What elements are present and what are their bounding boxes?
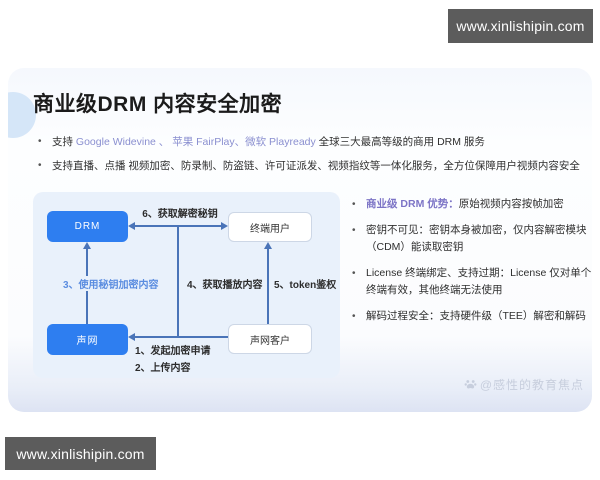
- top-watermark-text: www.xinlishipin.com: [456, 18, 585, 34]
- node-drm: DRM: [47, 211, 128, 242]
- edge-label-step1: 1、发起加密申请: [135, 346, 211, 357]
- feature-1-body: 原始视频内容按帧加密: [458, 198, 564, 210]
- intro-bullet-1: • 支持 Google Widevine 、 苹果 FairPlay、微软 Pl…: [38, 135, 583, 149]
- bullet-dot: •: [352, 199, 356, 210]
- node-terminal-user: 终端用户: [228, 212, 312, 242]
- feature-3-text: License 终端绑定、支持过期：License 仅对单个终端有效，其他终端无…: [366, 267, 592, 296]
- edge-label-step4: 4、获取播放内容: [185, 276, 265, 291]
- top-watermark-badge: www.xinlishipin.com: [448, 9, 593, 43]
- edge-label-step5: 5、token鉴权: [274, 280, 337, 291]
- paw-icon: [464, 380, 477, 389]
- bullet-dot: •: [352, 268, 356, 279]
- feature-bullet-list: • 商业级 DRM 优势：原始视频内容按帧加密 • 密钥不可见：密钥本身被加密，…: [352, 196, 592, 334]
- slide-watermark-text: @感性的教育焦点: [479, 378, 584, 392]
- feature-1-lead: 商业级 DRM 优势：: [366, 198, 459, 210]
- arrowhead-left-icon: [128, 222, 135, 230]
- node-agora: 声网: [47, 324, 128, 355]
- intro-1-brands: Google Widevine 、 苹果 FairPlay、微软 Playrea…: [75, 136, 316, 148]
- edge-label-step6: 6、获取解密秘钥: [142, 209, 218, 220]
- edge-center-line: [177, 226, 179, 337]
- slide-title: 商业级DRM 内容安全加密: [33, 93, 283, 116]
- intro-bullet-2-text: 支持直播、点播 视频加密、防录制、防盗链、许可证派发、视频指纹等一体化服务，全方…: [52, 160, 580, 172]
- node-agora-customer: 声网客户: [228, 324, 312, 354]
- arrowhead-right-icon: [221, 222, 228, 230]
- intro-bullet-list: • 支持 Google Widevine 、 苹果 FairPlay、微软 Pl…: [38, 135, 583, 183]
- intro-1-pre: 支持: [52, 136, 76, 148]
- slide-watermark: @感性的教育焦点: [464, 376, 584, 393]
- edge-customer-terminal-line: [267, 249, 269, 324]
- edge-label-step3: 3、使用秘钥加密内容: [61, 276, 161, 291]
- edge-customer-agora-line: [135, 336, 228, 338]
- feature-1-text: 商业级 DRM 优势：原始视频内容按帧加密: [366, 196, 564, 213]
- bottom-watermark-badge: www.xinlishipin.com: [5, 437, 156, 470]
- feature-2-text: 密钥不可见：密钥本身被加密，仅内容解密模块（CDM）能读取密钥: [366, 224, 587, 253]
- arrowhead-up-icon: [83, 242, 91, 249]
- intro-1-post: 全球三大最高等级的商用 DRM 服务: [315, 136, 485, 148]
- feature-bullet-1: • 商业级 DRM 优势：原始视频内容按帧加密: [352, 196, 592, 213]
- edge-label-step2: 2、上传内容: [135, 363, 191, 374]
- intro-bullet-1-text: 支持 Google Widevine 、 苹果 FairPlay、微软 Play…: [52, 135, 485, 149]
- bullet-dot: •: [352, 225, 356, 236]
- bullet-dot: •: [38, 136, 42, 147]
- intro-bullet-2: • 支持直播、点播 视频加密、防录制、防盗链、许可证派发、视频指纹等一体化服务，…: [38, 159, 583, 173]
- feature-bullet-2: • 密钥不可见：密钥本身被加密，仅内容解密模块（CDM）能读取密钥: [352, 222, 592, 256]
- arrowhead-up-icon: [264, 242, 272, 249]
- feature-bullet-4: • 解码过程安全：支持硬件级（TEE）解密和解码: [352, 308, 592, 325]
- drm-flow-diagram: DRM 终端用户 声网 声网客户 6、获取解密秘钥 3、使用秘钥加密内容 4、获…: [33, 192, 340, 378]
- arrowhead-left-icon: [128, 333, 135, 341]
- decorative-circle: [8, 92, 36, 138]
- bottom-watermark-text: www.xinlishipin.com: [16, 445, 145, 462]
- slide-card: 商业级DRM 内容安全加密 • 支持 Google Widevine 、 苹果 …: [8, 68, 592, 412]
- feature-4-text: 解码过程安全：支持硬件级（TEE）解密和解码: [366, 310, 586, 322]
- bullet-dot: •: [352, 311, 356, 322]
- feature-bullet-3: • License 终端绑定、支持过期：License 仅对单个终端有效，其他终…: [352, 265, 592, 299]
- bullet-dot: •: [38, 160, 42, 171]
